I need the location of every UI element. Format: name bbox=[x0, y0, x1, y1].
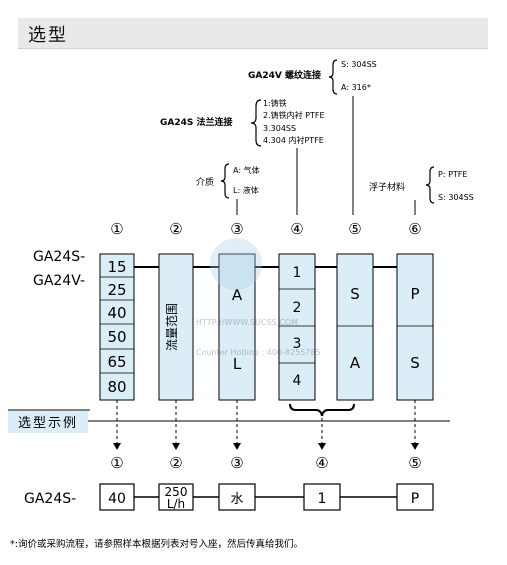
ga24v-brace bbox=[328, 59, 338, 95]
ga24v-option-s: S: 304SS bbox=[341, 60, 377, 69]
example-number-3: ③ bbox=[230, 454, 243, 472]
size-15: 15 bbox=[107, 258, 126, 276]
model-label-ga24v: GA24V- bbox=[33, 273, 85, 289]
material-code-s: S bbox=[350, 285, 360, 303]
model-label-ga24s: GA24S- bbox=[33, 249, 85, 265]
float-code-s: S bbox=[410, 354, 420, 372]
connection-code-2: 2 bbox=[293, 300, 302, 316]
ga24s-option-3: 3.304SS bbox=[263, 124, 296, 133]
flow-range-column bbox=[158, 253, 194, 401]
column-number-2: ② bbox=[169, 220, 182, 238]
example-connection-value: 1 bbox=[318, 491, 327, 507]
ga24s-connection-label: GA24S 法兰连接 bbox=[160, 116, 233, 128]
example-flow-unit: L/h bbox=[167, 497, 185, 511]
medium-column bbox=[218, 253, 256, 401]
size-25: 25 bbox=[107, 281, 126, 299]
column-number-5: ⑤ bbox=[348, 220, 361, 238]
float-code-p: P bbox=[410, 285, 419, 303]
medium-option-a: A: 气体 bbox=[233, 165, 260, 175]
float-column bbox=[396, 253, 434, 401]
example-number-2: ② bbox=[169, 454, 182, 472]
example-model: GA24S- bbox=[24, 491, 76, 507]
dashed-arrows bbox=[116, 400, 416, 446]
medium-label: 介质 bbox=[196, 176, 214, 188]
medium-brace bbox=[220, 163, 230, 199]
example-number-5: ⑤ bbox=[408, 454, 421, 472]
example-number-4: ④ bbox=[315, 454, 328, 472]
ga24s-option-2: 2.铸铁内衬 PTFE bbox=[263, 110, 325, 120]
size-40: 40 bbox=[107, 304, 126, 322]
example-label-box bbox=[8, 411, 88, 433]
medium-option-l: L: 液体 bbox=[233, 185, 259, 195]
example-connection-box bbox=[303, 483, 341, 511]
ga24v-connection-label: GA24V 螺纹连接 bbox=[248, 69, 321, 81]
connection-code-3: 3 bbox=[293, 336, 302, 352]
ga24v-option-a: A: 316* bbox=[341, 83, 371, 92]
section-header: 选型 bbox=[18, 18, 488, 49]
watermark-hotline: Counter Hotline : 400-8255785 bbox=[196, 348, 321, 357]
example-number-1: ① bbox=[110, 454, 123, 472]
float-option-s: S: 304SS bbox=[438, 193, 474, 202]
example-flow-value: 250 bbox=[165, 485, 188, 499]
arrow-head-1 bbox=[113, 443, 121, 450]
connection-column bbox=[278, 253, 316, 401]
example-flow-box bbox=[158, 483, 194, 511]
example-float-box bbox=[396, 483, 434, 511]
watermark-url: HTTP://WWW.SUCSS.COM bbox=[196, 318, 298, 327]
watermark: HTTP://WWW.SUCSS.COM Counter Hotline : 4… bbox=[196, 238, 321, 357]
connection-code-4: 4 bbox=[293, 373, 302, 389]
column-number-6: ⑥ bbox=[408, 220, 421, 238]
medium-code-a: A bbox=[232, 286, 243, 304]
float-material-label: 浮子材料 bbox=[369, 181, 405, 193]
size-65: 65 bbox=[107, 353, 126, 371]
example-size-box bbox=[99, 483, 135, 511]
example-label: 选型示例 bbox=[18, 416, 78, 431]
ga24s-option-4: 4.304 内衬PTFE bbox=[263, 135, 324, 145]
ga24s-option-1: 1:铸铁 bbox=[263, 98, 287, 108]
example-size-value: 40 bbox=[108, 491, 126, 507]
ga24s-brace bbox=[250, 99, 262, 147]
bottom-brace bbox=[289, 403, 355, 417]
footnote: *:询价或采购流程，请参照样本根据列表对号入座，然后传真给我们。 bbox=[10, 538, 303, 550]
size-80: 80 bbox=[107, 378, 126, 396]
size-column bbox=[99, 253, 135, 401]
float-option-p: P: PTFE bbox=[438, 170, 467, 179]
example-medium-box bbox=[218, 483, 256, 511]
connection-code-1: 1 bbox=[293, 265, 302, 281]
material-code-a: A bbox=[350, 354, 361, 372]
arrow-head-5 bbox=[411, 443, 419, 450]
section-title: 选型 bbox=[28, 25, 68, 46]
medium-code-l: L bbox=[233, 355, 242, 373]
float-material-brace bbox=[425, 166, 435, 204]
example-medium-value: 水 bbox=[230, 492, 243, 507]
column-number-1: ① bbox=[110, 220, 123, 238]
example-float-value: P bbox=[411, 491, 419, 507]
flow-range-label: 流量范围 bbox=[165, 303, 179, 351]
material-column bbox=[336, 253, 374, 401]
watermark-logo bbox=[210, 238, 262, 290]
arrow-head-2 bbox=[172, 443, 180, 450]
size-50: 50 bbox=[107, 328, 126, 346]
arrow-head-4 bbox=[318, 443, 326, 450]
column-number-4: ④ bbox=[290, 220, 303, 238]
column-number-3: ③ bbox=[230, 220, 243, 238]
arrow-heads bbox=[113, 443, 419, 450]
arrow-head-3 bbox=[233, 443, 241, 450]
